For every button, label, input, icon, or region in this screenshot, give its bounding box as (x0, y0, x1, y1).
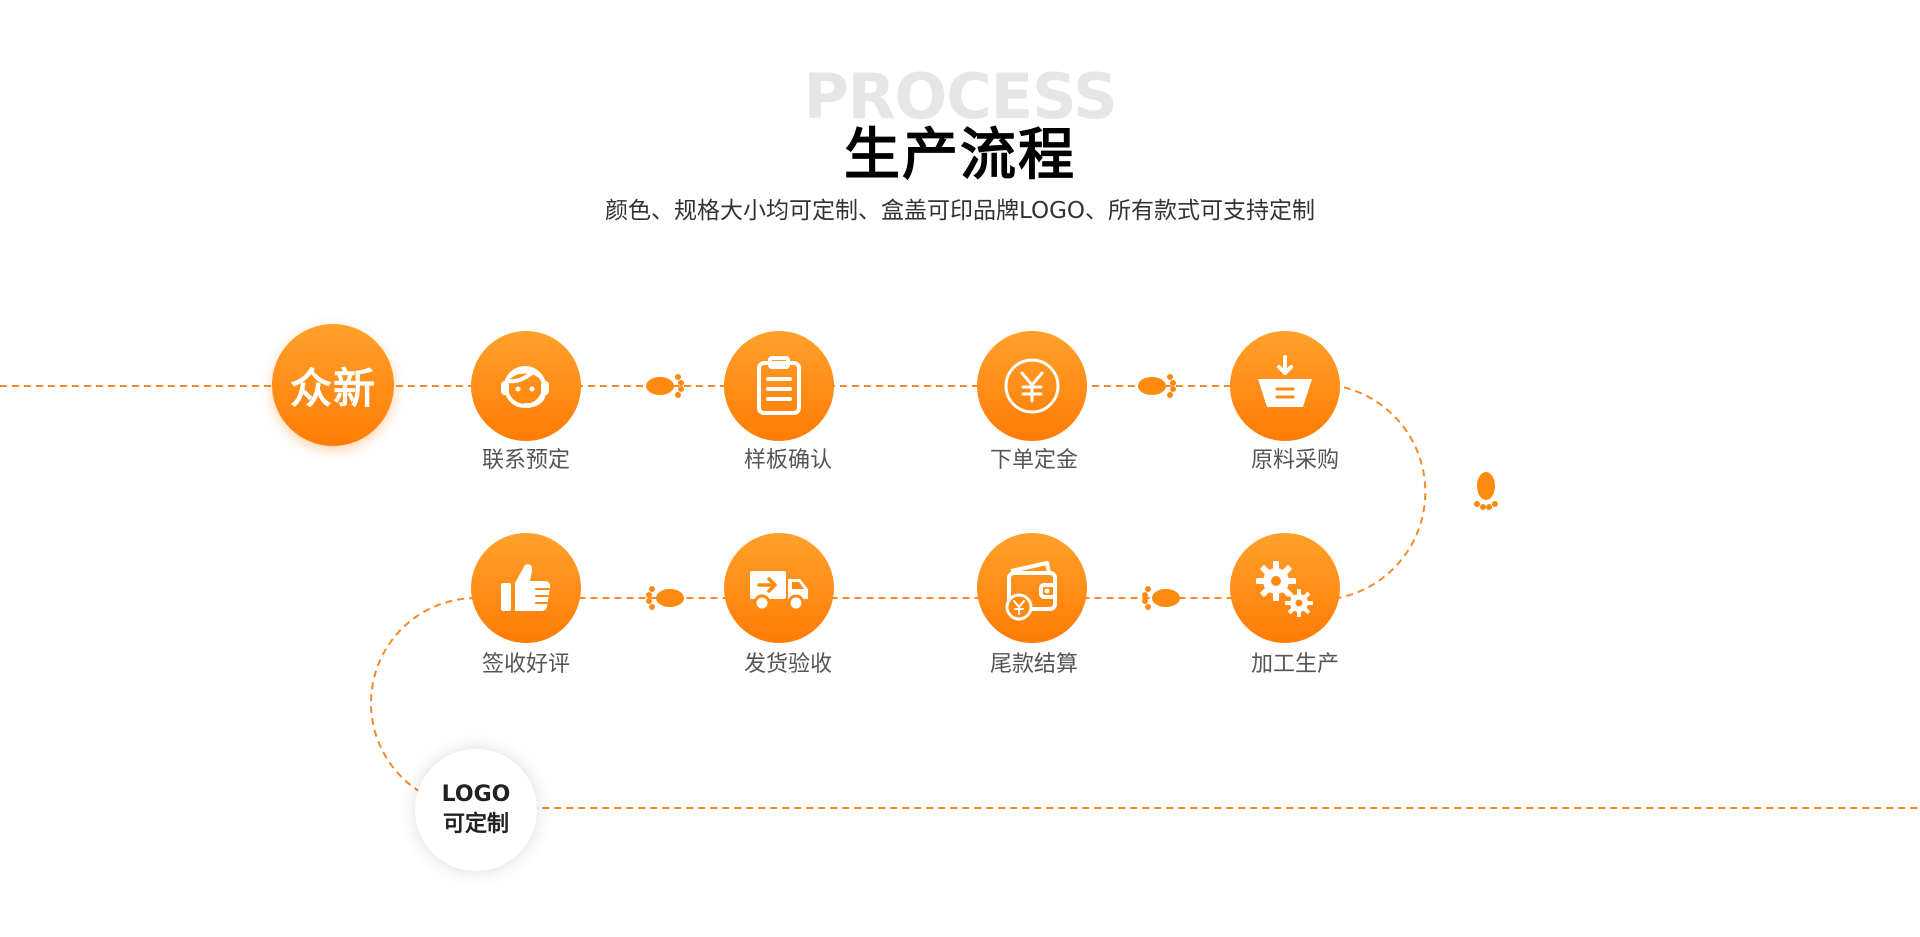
delivery-truck-icon (750, 571, 808, 612)
step-sample-circle (724, 331, 834, 441)
yuan-coin-icon (1004, 358, 1060, 414)
brand-logo: 众新 (272, 324, 394, 446)
step-label: 下单定金 (989, 448, 1078, 473)
step-delivery-circle (724, 533, 834, 643)
page-title: 生产流程 (844, 123, 1076, 188)
step-balance-circle (977, 533, 1087, 643)
step-production-circle (1230, 533, 1340, 643)
step-label: 加工生产 (1250, 652, 1339, 677)
footprint-icon (1142, 586, 1180, 610)
logo-badge-line2: 可定制 (442, 812, 509, 837)
customer-service-icon (501, 366, 549, 408)
step-purchase-circle (1230, 331, 1340, 441)
clipboard-icon (757, 356, 801, 415)
step-contact-circle (471, 331, 581, 441)
step-review-circle (471, 533, 581, 643)
step-label: 尾款结算 (989, 652, 1078, 677)
shopping-basket-icon (1258, 355, 1312, 407)
step-deposit-circle (977, 331, 1087, 441)
step-label: 联系预定 (481, 448, 570, 473)
logo-badge-line1: LOGO (441, 782, 511, 807)
step-label: 签收好评 (481, 652, 570, 677)
step-label: 发货验收 (743, 652, 832, 677)
step-label: 样板确认 (743, 448, 832, 473)
page-subtitle: 颜色、规格大小均可定制、盒盖可印品牌LOGO、所有款式可支持定制 (604, 198, 1316, 224)
process-watermark-title: PROCESS (803, 60, 1117, 133)
footprint-icon (646, 586, 684, 610)
footprint-icon (646, 374, 684, 398)
wallet-icon (1005, 561, 1057, 621)
gears-icon (1256, 561, 1313, 617)
footprint-icon (1474, 472, 1498, 510)
step-label: 原料采购 (1250, 448, 1339, 473)
footprint-icon (1138, 374, 1176, 398)
track-upper-path (0, 385, 1427, 599)
logo-customizable-badge: LOGO 可定制 (415, 749, 537, 871)
track-lower-path (370, 597, 1920, 809)
thumbs-up-icon (501, 564, 551, 611)
